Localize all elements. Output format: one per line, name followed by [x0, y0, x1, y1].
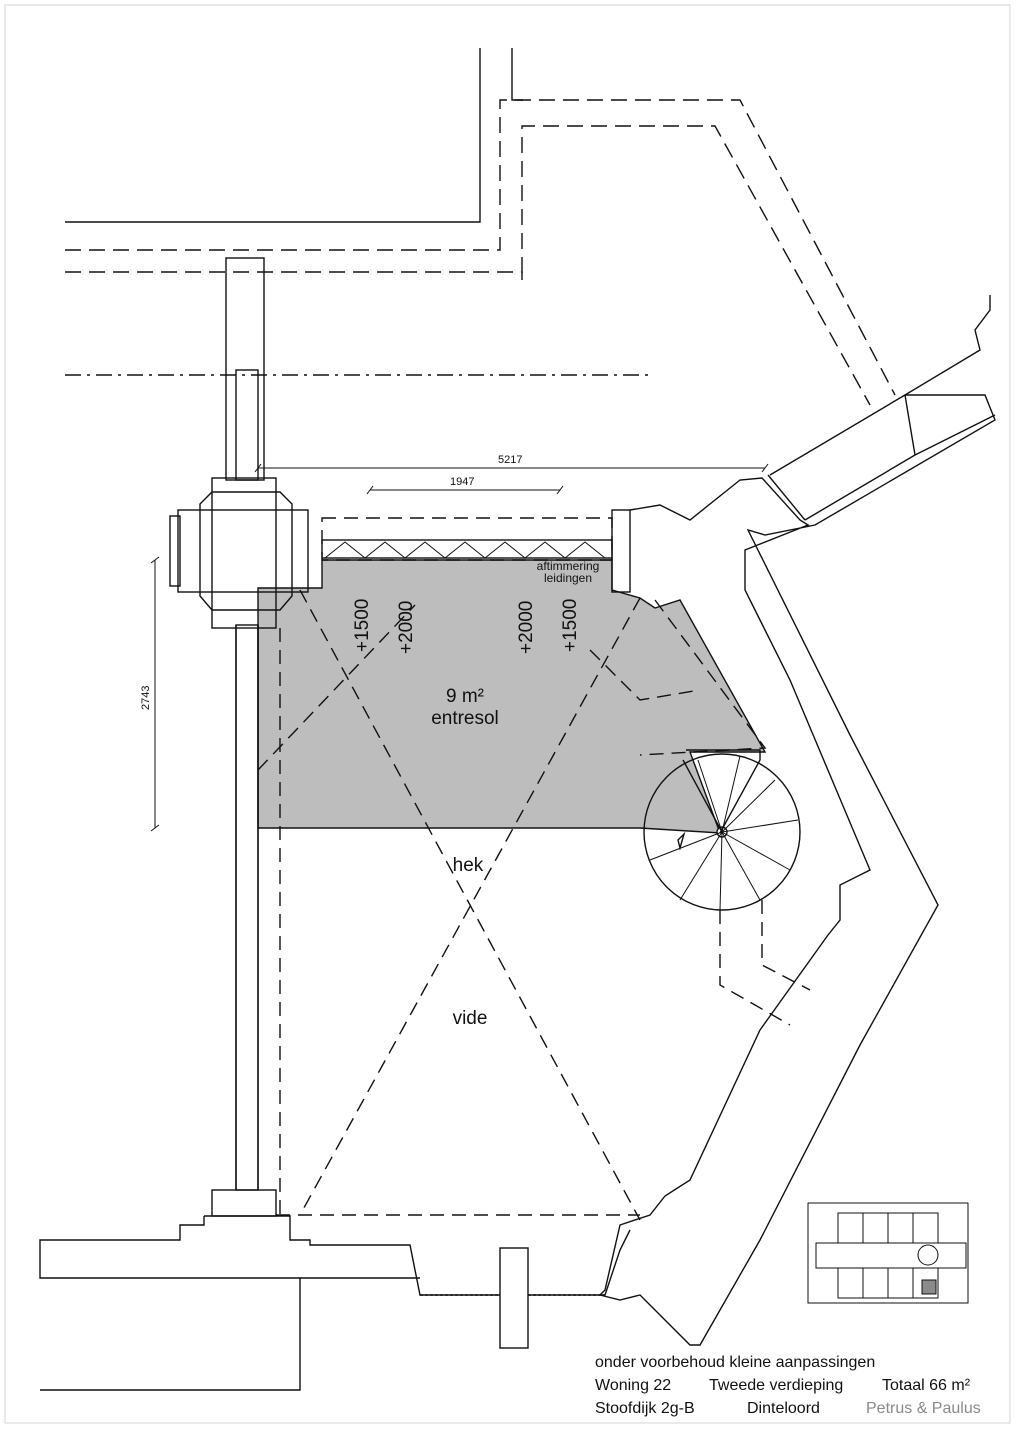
dimension-depth: 2743 [140, 685, 152, 710]
city: Dinteloord [747, 1400, 820, 1417]
dimension-total-width: 5217 [498, 454, 523, 466]
area-label: 9 m² [446, 686, 484, 707]
floor-label: Tweede verdieping [709, 1377, 844, 1394]
elevation-label: +1500 [560, 598, 581, 652]
room-vide: vide [452, 1008, 488, 1029]
disclaimer: onder voorbehoud kleine aanpassingen [595, 1354, 876, 1371]
note-aftimmering: aftimmering leidingen [528, 560, 608, 584]
note-line-2: leidingen [543, 571, 593, 585]
dimension-window: 1947 [450, 476, 475, 488]
elevation-label: +2000 [396, 600, 417, 654]
room-entresol: entresol [431, 708, 499, 729]
note-line-1: aftimmering [536, 559, 600, 573]
elevation-label: +2000 [516, 600, 537, 654]
room-hek: hek [452, 855, 484, 876]
elevation-label: +1500 [352, 598, 373, 652]
entresol-floor [257, 559, 767, 834]
unit-label: Woning 22 [595, 1377, 672, 1394]
total-area: Totaal 66 m² [882, 1377, 971, 1394]
address: Stoofdijk 2g-B [595, 1400, 695, 1417]
project-name: Petrus & Paulus [866, 1400, 981, 1417]
